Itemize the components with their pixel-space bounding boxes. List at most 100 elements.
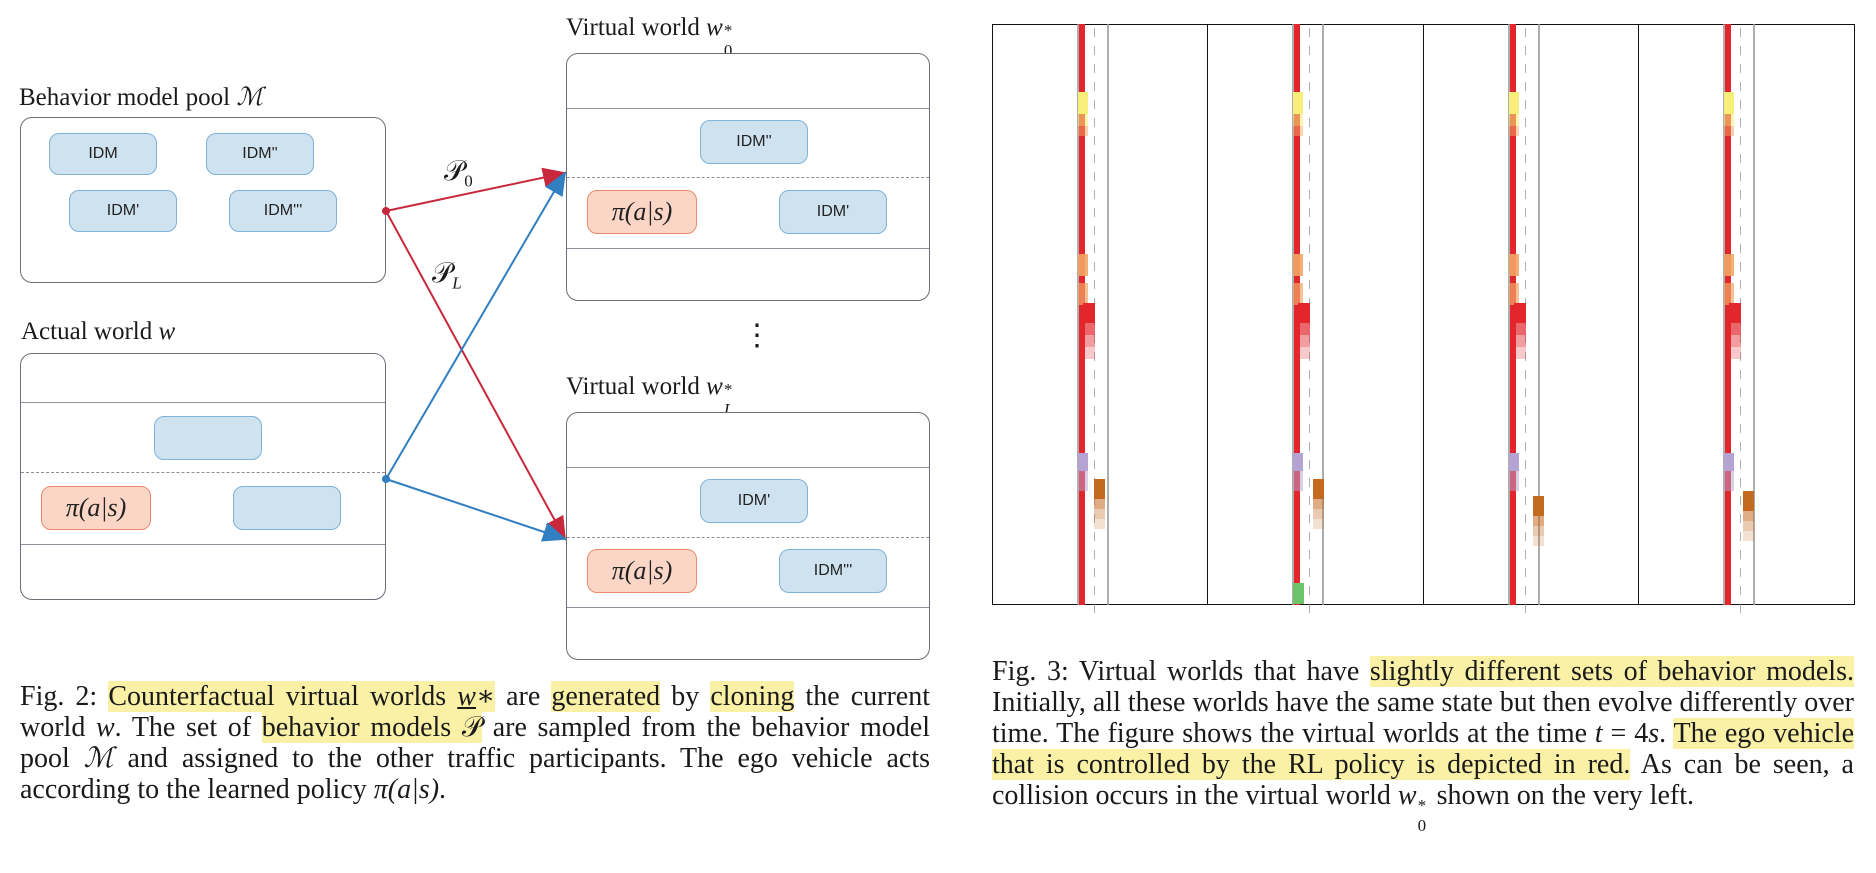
label-p0-sub: 0 <box>464 171 473 191</box>
lane-center-dash <box>1740 334 1742 343</box>
caption-highlight: slightly different sets of behavior mode… <box>1369 656 1854 687</box>
lane-center-dash <box>1094 442 1096 451</box>
lane-center-dash <box>1740 208 1742 217</box>
lane-center-dash <box>1094 64 1096 73</box>
lane-center-dash <box>1525 46 1527 55</box>
caption-highlight: behavior models 𝒫 <box>261 712 483 743</box>
caption-math: s <box>1648 718 1660 749</box>
virtual-world-l-sub: L <box>723 400 734 419</box>
label-p0: 𝒫0 <box>444 156 473 192</box>
lane-center-dash <box>1740 514 1742 523</box>
vehicle-brown-trail <box>1743 521 1754 531</box>
lane-center-dash <box>1309 244 1311 253</box>
lane-center-dash <box>1309 334 1311 343</box>
lane-center-dash <box>1740 424 1742 433</box>
vehicle-yellow <box>1509 92 1519 114</box>
ego-vehicle-trail <box>1083 347 1095 359</box>
lane-center-dash <box>1094 298 1096 307</box>
lane-center-dash <box>1525 442 1527 451</box>
arrow-actual-to-wl <box>385 478 567 542</box>
lane-center-dash <box>1740 154 1742 163</box>
pool-model-idm-3: IDM''' <box>229 190 337 232</box>
lane-boundary <box>1753 24 1755 605</box>
lane-center-dash <box>1309 424 1311 433</box>
vehicle-green <box>1293 583 1304 604</box>
ego-vehicle-trail <box>1083 323 1095 335</box>
vehicle-brown <box>1313 479 1324 499</box>
lane-center-dash <box>1309 388 1311 397</box>
caption-highlight: ∗ <box>475 681 495 712</box>
vehicle-brown-trail <box>1094 499 1105 509</box>
caption-math: w <box>95 712 115 743</box>
vertical-ellipsis: ⋮ <box>742 319 772 352</box>
vehicle-purple <box>1724 453 1734 471</box>
lane-center-dash <box>1094 190 1096 199</box>
vehicle-purple-trail <box>1078 471 1088 491</box>
ego-vehicle-trail <box>1514 335 1526 347</box>
ego-trajectory <box>1079 24 1085 605</box>
lane-center-dash <box>1094 424 1096 433</box>
lane-center-dash <box>1309 226 1311 235</box>
lane-center-dash <box>1094 46 1096 55</box>
vehicle-orange <box>1509 283 1519 305</box>
lane-center-dash <box>1525 532 1527 541</box>
lane-center-dash <box>1309 154 1311 163</box>
vehicle-purple-trail <box>1724 471 1734 491</box>
lane-center-dash <box>1525 82 1527 91</box>
label-pl-symbol: 𝒫 <box>432 258 453 289</box>
lane-center-dash <box>1094 568 1096 577</box>
caption-text: . The set of <box>114 712 262 743</box>
virtual-world-0-title: Virtual world w*0 <box>566 14 737 60</box>
vehicle-brown-trail <box>1313 509 1324 519</box>
lane-boundary <box>1538 24 1540 605</box>
ego-vehicle-trail <box>1298 323 1310 335</box>
pool-symbol: ℳ <box>236 84 264 111</box>
virtual0-model-idm-1: IDM' <box>779 190 887 234</box>
lane-center-dash <box>1094 172 1096 181</box>
lane-center-dash <box>1525 460 1527 469</box>
lane-center-dash <box>1525 586 1527 595</box>
lane-center-dash <box>1525 118 1527 127</box>
lane-center-dash <box>1309 550 1311 559</box>
lane-boundary <box>1508 24 1510 605</box>
lane-divider <box>567 537 929 538</box>
lane-center-dash <box>1309 280 1311 289</box>
actual-world-title-text: Actual world <box>21 318 159 345</box>
lane-center-dash <box>1309 100 1311 109</box>
virtualL-model-idm-3: IDM''' <box>779 549 887 593</box>
lane-center-dash <box>1740 586 1742 595</box>
other-vehicle <box>233 486 341 530</box>
vehicle-yellow-trail <box>1078 114 1088 126</box>
caption-math: = 4 <box>1602 718 1649 749</box>
lane-center-dash <box>1309 46 1311 55</box>
lane-center-dash <box>1525 172 1527 181</box>
lane-center-dash <box>1740 550 1742 559</box>
pool-model-idm-1: IDM' <box>69 190 177 232</box>
lane-center-dash <box>1525 550 1527 559</box>
lane-line <box>21 544 385 545</box>
vehicle-brown-trail <box>1094 519 1105 529</box>
caption-highlight: w <box>457 681 476 712</box>
lane-center-dash <box>1309 442 1311 451</box>
lane-center-dash <box>1525 424 1527 433</box>
lane-center-dash <box>1525 64 1527 73</box>
lane-center-dash <box>1094 154 1096 163</box>
vehicle-brown-trail <box>1094 509 1105 519</box>
vehicle-brown-trail <box>1743 511 1754 521</box>
lane-center-dash <box>1740 118 1742 127</box>
lane-center-dash <box>1525 136 1527 145</box>
vehicle-brown <box>1533 496 1544 516</box>
virtualL-model-idm-1: IDM' <box>700 479 808 523</box>
lane-center-dash <box>1094 136 1096 145</box>
lane-center-dash <box>1740 406 1742 415</box>
vehicle-yellow <box>1293 92 1303 114</box>
caption-text: Initially, all these worlds have the sam… <box>992 687 1854 749</box>
ego-vehicle <box>1083 303 1095 323</box>
lane-center-dash <box>1525 568 1527 577</box>
lane-center-dash <box>1525 496 1527 505</box>
vehicle-purple <box>1293 453 1303 471</box>
lane-center-dash <box>1525 226 1527 235</box>
ego-vehicle <box>1298 303 1310 323</box>
ego-vehicle-trail <box>1514 347 1526 359</box>
arrow-p0 <box>385 167 567 212</box>
